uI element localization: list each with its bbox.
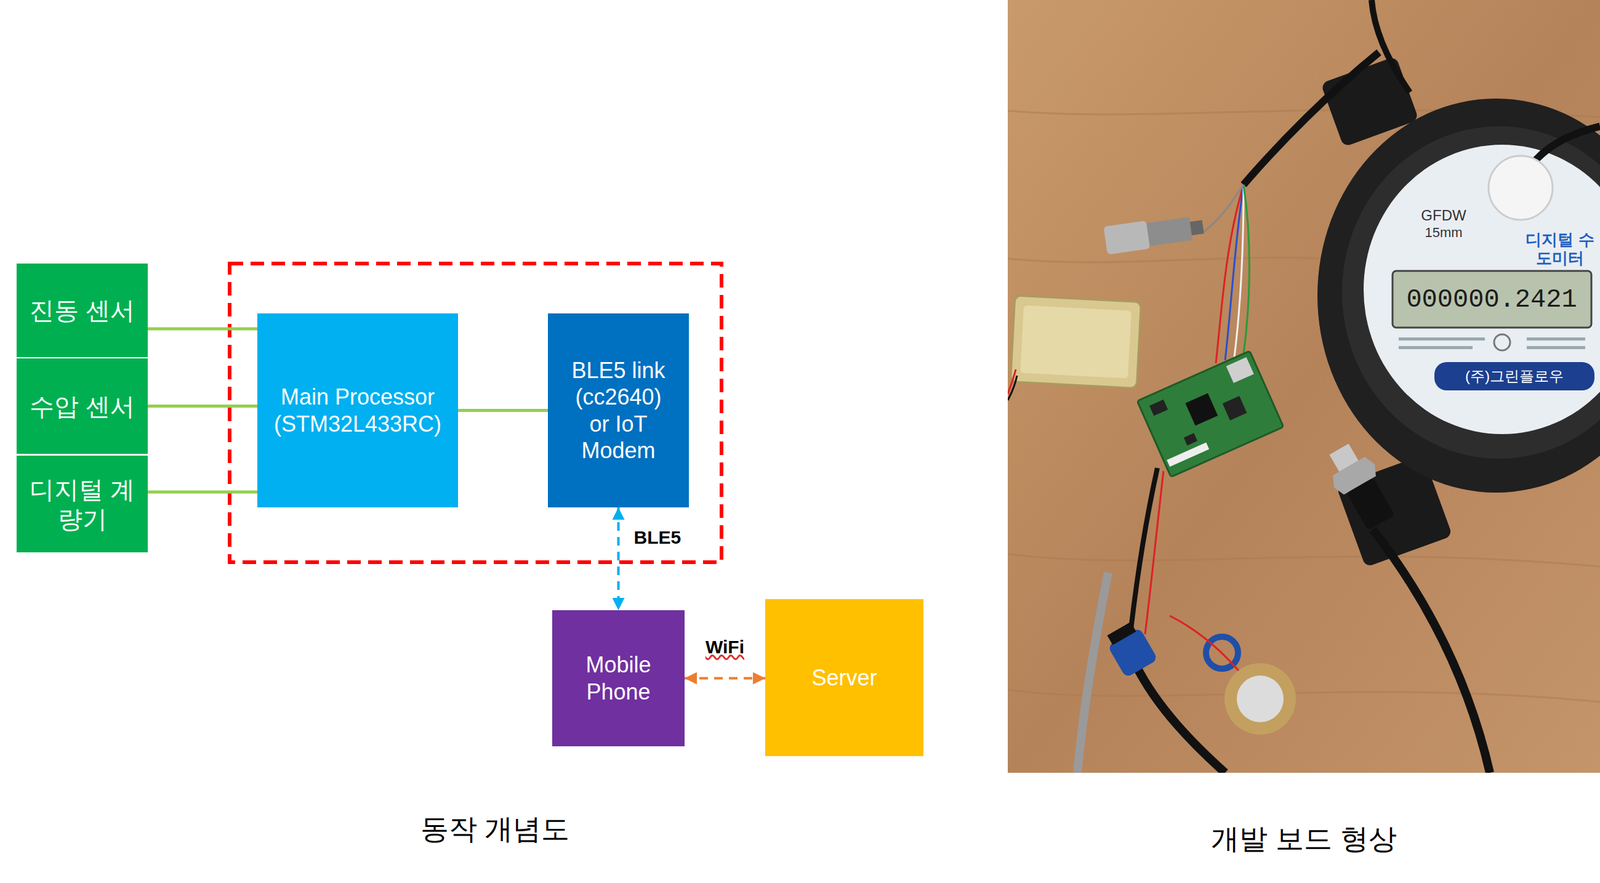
photo-text: 000000.2421 (1406, 285, 1577, 315)
cable (1371, 0, 1410, 93)
sensor-box: 수압 센서 (16, 358, 148, 454)
sensor-can (1146, 216, 1193, 246)
cable (1077, 572, 1109, 773)
print-line (1398, 337, 1485, 341)
sensor-can (1189, 220, 1205, 236)
piezo-disc (1224, 663, 1296, 735)
board-photo (1007, 0, 1600, 773)
brand-band (1434, 361, 1595, 391)
modem-box: BLE5 link (cc2640) or IoT Modem (547, 313, 689, 508)
sensor-can (1103, 220, 1150, 255)
cable (1532, 126, 1600, 164)
node-text: BLE5 link (cc2640) or IoT Modem (562, 357, 675, 464)
cable (1129, 467, 1158, 641)
wire (1243, 184, 1250, 354)
node-text: Server (811, 664, 877, 691)
cable (1243, 52, 1379, 185)
node-text: 수압 센서 (29, 391, 135, 422)
photo-text: GFDW (1420, 206, 1466, 225)
chip (1185, 393, 1218, 427)
chip (1222, 395, 1248, 421)
photo-text: (주)그린플로우 (1465, 367, 1564, 385)
connector (617, 507, 620, 611)
photo-text: 15mm (1424, 224, 1463, 241)
processor-box: Main Processor (STM32L433RC) (257, 313, 459, 508)
node-text: 진동 센서 (29, 295, 135, 326)
wire (1007, 375, 1018, 401)
wire (1215, 184, 1244, 364)
pcb (1137, 350, 1284, 478)
meter-body (1317, 98, 1600, 493)
connector-plug (1103, 619, 1158, 678)
photo-text: 디지털 수도미터 (1525, 230, 1595, 268)
cable (1135, 664, 1226, 773)
caption-text: 동작 개념도 (420, 812, 571, 846)
connector (147, 490, 258, 494)
wire (1145, 470, 1164, 635)
chip (1183, 432, 1198, 446)
print-line (1526, 345, 1586, 350)
chip (1149, 399, 1168, 417)
cable (1372, 529, 1490, 773)
dashed-boundary (229, 263, 722, 563)
meter-box: 디지털 계량기 (16, 455, 148, 553)
node-text: Main Processor (STM32L433RC) (264, 383, 451, 437)
connector (458, 408, 548, 412)
connector (684, 677, 766, 680)
meter-ring (1342, 126, 1600, 459)
pcb-board (1137, 350, 1284, 478)
kc-mark (1494, 334, 1511, 351)
sensor-box: 진동 센서 (16, 263, 148, 358)
print-line (1398, 345, 1473, 350)
battery-cell (1010, 295, 1141, 389)
plug-body (1106, 621, 1136, 646)
lcd-display (1392, 270, 1592, 328)
print-line (1526, 337, 1586, 341)
battery-label (1020, 305, 1132, 379)
battery (1010, 295, 1141, 389)
vibration-sensor (1103, 213, 1205, 255)
sd-slot (1226, 357, 1255, 383)
meter-face (1363, 144, 1600, 435)
server-box: Server (765, 598, 924, 756)
wire (1200, 184, 1244, 234)
node-text: 디지털 계량기 (25, 474, 140, 534)
phone-box: Mobile Phone (552, 610, 685, 747)
pressure-sensor (1318, 437, 1402, 535)
edge-label: BLE5 (632, 526, 684, 549)
wire (1234, 184, 1244, 358)
node-text: Mobile Phone (564, 651, 673, 705)
connector (147, 404, 258, 408)
connector (147, 327, 258, 331)
sensor-dome (1488, 155, 1553, 220)
wire (1225, 184, 1244, 361)
caption-text: 개발 보드 형상 (1210, 822, 1397, 856)
edge-label: WiFi (703, 636, 747, 659)
piezo-disc (1236, 675, 1284, 723)
sensor-body (1346, 477, 1395, 531)
header (1166, 442, 1210, 467)
